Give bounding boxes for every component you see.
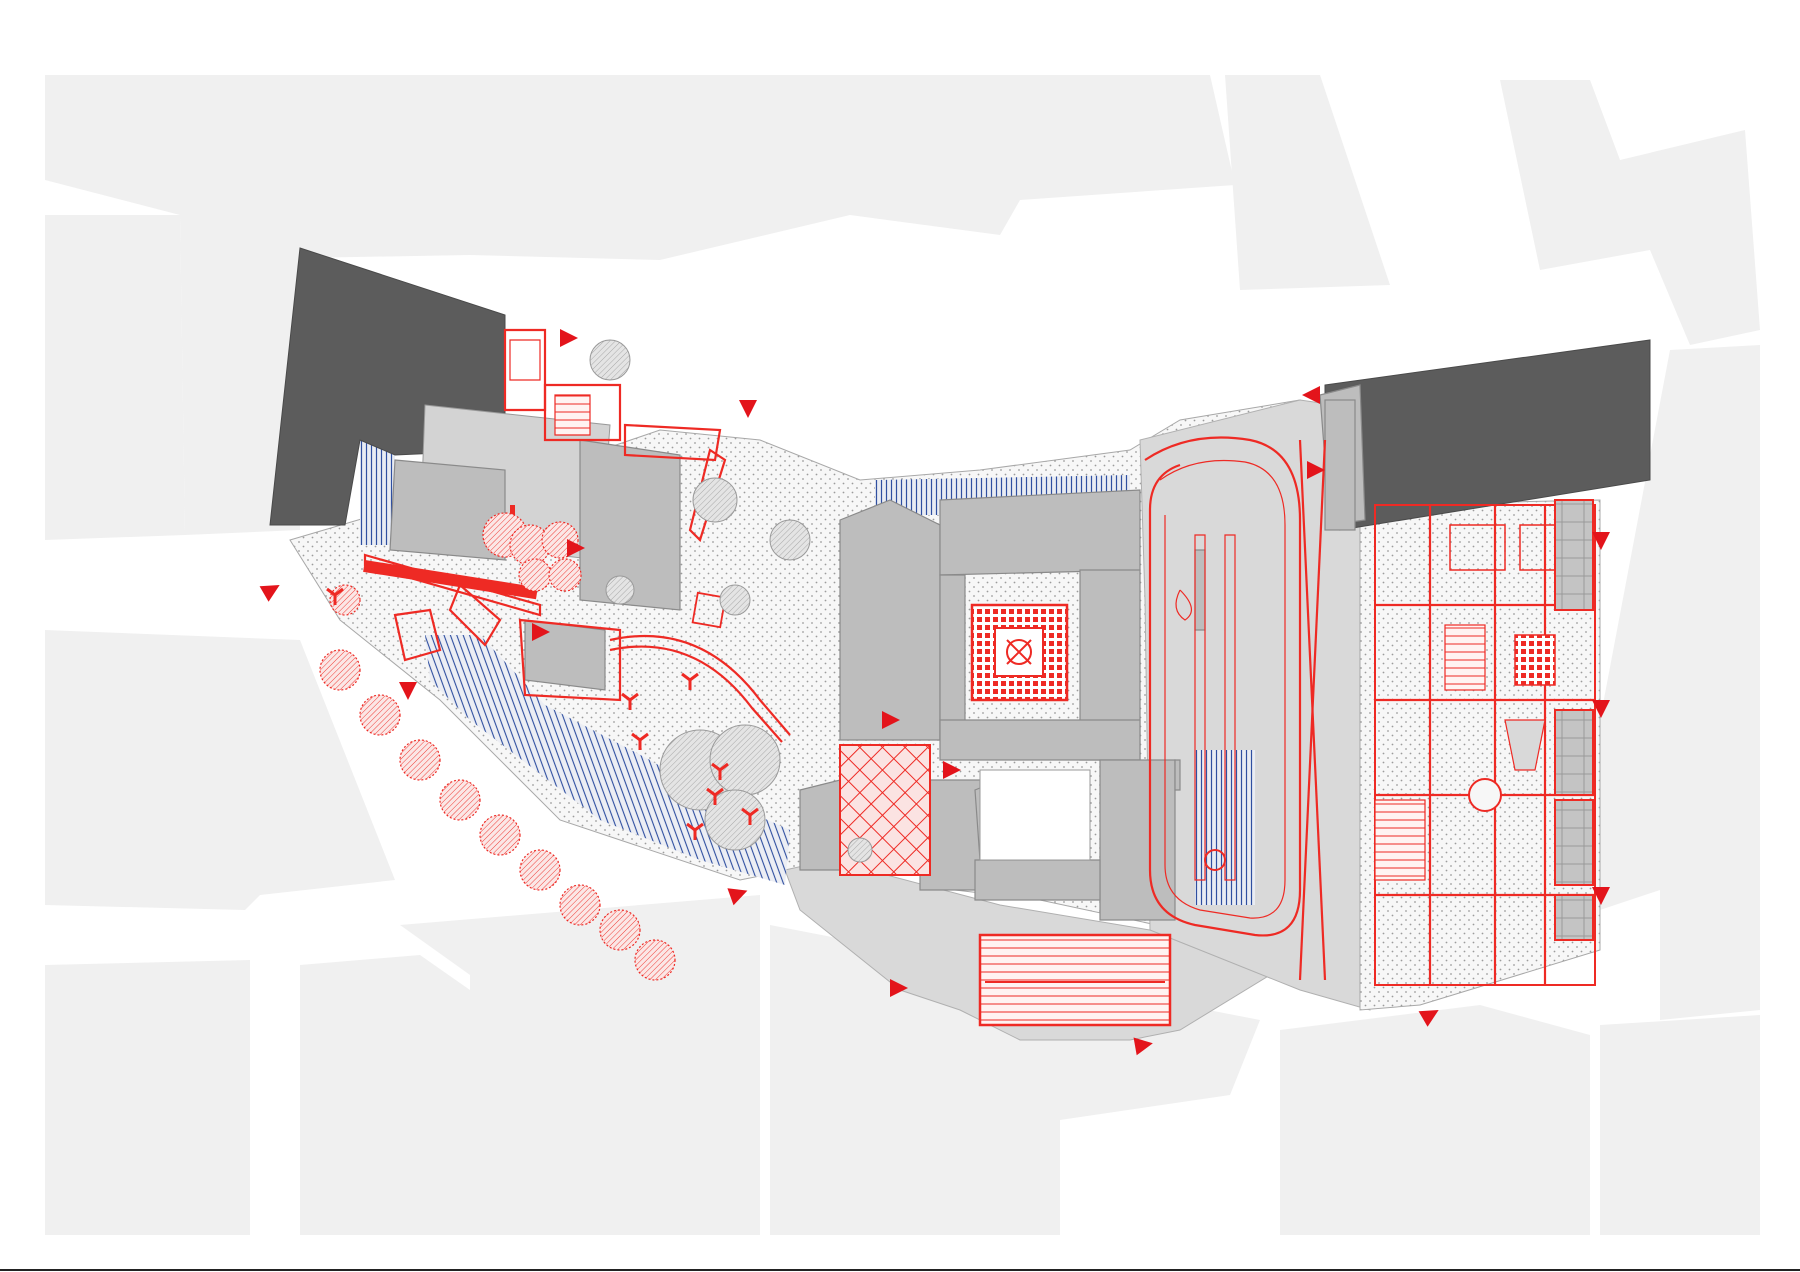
seat-y-icon [681, 672, 699, 690]
tree-symbol-icon [704, 789, 766, 851]
entrance-arrow-icon [727, 888, 748, 906]
seat-y-icon [326, 587, 344, 605]
entrance-arrow-icon [259, 585, 280, 602]
entrance-arrow-icon [567, 539, 585, 557]
tree-symbol-icon [847, 837, 873, 863]
entrance-arrow-icon [1133, 1037, 1153, 1056]
tree-symbol-icon [769, 519, 811, 561]
seat-y-icon [631, 732, 649, 750]
entrance-arrow-icon [1592, 700, 1610, 718]
entrance-arrow-icon [1302, 386, 1320, 404]
entrance-arrow-icon [1592, 887, 1610, 905]
tree-symbol-icon [518, 558, 552, 592]
seat-y-icon [621, 692, 639, 710]
seat-y-icon [711, 762, 729, 780]
entrance-arrow-icon [1418, 1010, 1439, 1027]
trees [319, 339, 873, 981]
garden-grid [1374, 499, 1596, 986]
entrance-arrow-icon [943, 761, 961, 779]
tree-symbol-icon [479, 814, 521, 856]
tree-symbol-icon [692, 477, 738, 523]
tree-symbol-icon [719, 584, 751, 616]
entrance-arrow-icon [399, 682, 417, 700]
city-context-blocks [45, 75, 1760, 1235]
seat-y-icon [741, 807, 759, 825]
tree-symbol-icon [519, 849, 561, 891]
entrance-markers [259, 329, 1610, 1056]
tree-symbol-icon [548, 558, 582, 592]
tree-symbol-icon [359, 694, 401, 736]
tree-symbol-icon [559, 884, 601, 926]
tree-symbol-icon [399, 739, 441, 781]
entrance-arrow-icon [1307, 461, 1325, 479]
tree-symbol-icon [439, 779, 481, 821]
tree-symbol-icon [709, 724, 781, 796]
entrance-arrow-icon [1592, 532, 1610, 550]
entrance-arrow-icon [560, 329, 578, 347]
entrance-arrow-icon [739, 400, 757, 418]
seating [326, 587, 759, 840]
entrance-arrow-icon [890, 979, 908, 997]
tree-symbol-icon [634, 939, 676, 981]
seat-y-icon [686, 822, 704, 840]
entrance-arrow-icon [882, 711, 900, 729]
tree-symbol-icon [599, 909, 641, 951]
seat-y-icon [706, 787, 724, 805]
buildings [389, 399, 1356, 921]
tree-symbol-icon [319, 649, 361, 691]
tree-symbol-icon [589, 339, 631, 381]
entrance-arrow-icon [532, 623, 550, 641]
tree-symbol-icon [605, 575, 635, 605]
